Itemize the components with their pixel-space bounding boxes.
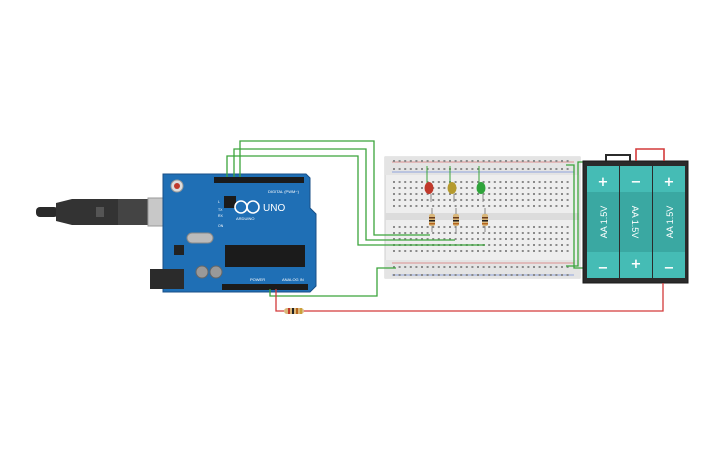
cell2-label: AA 1.5V bbox=[630, 206, 640, 239]
resistor-3 bbox=[482, 208, 488, 232]
cell3-label: AA 1.5V bbox=[665, 206, 675, 239]
cell1-bottom-sign: − bbox=[598, 261, 609, 276]
wire-rail-bottom bbox=[566, 164, 588, 269]
wire-pin11 bbox=[226, 155, 485, 246]
breadboard-holes bbox=[393, 160, 569, 276]
battery-pack: + − AA 1.5V − + AA 1.5V + − AA 1.5V bbox=[582, 148, 689, 284]
digital-header bbox=[214, 177, 304, 183]
on-label: ON bbox=[218, 224, 224, 228]
battery-cell-1: + − AA 1.5V bbox=[587, 166, 619, 278]
leds bbox=[424, 166, 486, 202]
crystal bbox=[186, 232, 214, 244]
power-analog-header bbox=[222, 284, 308, 290]
cell2-bottom-sign: + bbox=[631, 257, 642, 272]
regulator bbox=[174, 245, 184, 255]
wire-pin12 bbox=[233, 148, 455, 241]
cell3-top-sign: + bbox=[664, 175, 675, 190]
icsp-header bbox=[224, 196, 236, 208]
logo-text: UNO bbox=[263, 203, 285, 214]
battery-cell-3: + − AA 1.5V bbox=[653, 166, 685, 278]
power-jack bbox=[150, 269, 184, 289]
capacitor-1 bbox=[195, 265, 209, 279]
wire-gnd bbox=[269, 267, 396, 297]
usb-cable bbox=[36, 197, 185, 227]
red-wire-resistor bbox=[275, 283, 664, 314]
cell1-label: AA 1.5V bbox=[599, 206, 609, 239]
atmega-chip bbox=[225, 245, 305, 267]
resistor-1 bbox=[429, 208, 435, 232]
power-label: POWER bbox=[250, 277, 265, 282]
cell1-top-sign: + bbox=[598, 175, 609, 190]
green-wires bbox=[226, 140, 588, 297]
cell3-bottom-sign: − bbox=[664, 261, 675, 276]
l-label: L bbox=[218, 200, 220, 204]
tx-label: TX bbox=[218, 208, 223, 212]
led-yellow bbox=[447, 166, 457, 202]
breadboard-resistors bbox=[429, 208, 488, 232]
brand-text: ARDUINO bbox=[236, 216, 254, 221]
wire-pin13 bbox=[239, 140, 430, 236]
rx-label: RX bbox=[218, 214, 224, 218]
resistor-2 bbox=[453, 208, 459, 232]
battery-red-lead bbox=[635, 148, 665, 161]
analog-label: ANALOG IN bbox=[282, 277, 304, 282]
battery-cell-2: − + AA 1.5V bbox=[620, 166, 652, 278]
battery-black-lead bbox=[605, 154, 631, 161]
led-red bbox=[424, 166, 434, 202]
arduino-uno-board: UNO ARDUINO DIGITAL (PWM~) POWER ANALOG … bbox=[150, 173, 317, 293]
digital-label: DIGITAL (PWM~) bbox=[268, 189, 300, 194]
led-green bbox=[476, 166, 486, 202]
cell2-top-sign: − bbox=[631, 175, 642, 190]
capacitor-2 bbox=[209, 265, 223, 279]
